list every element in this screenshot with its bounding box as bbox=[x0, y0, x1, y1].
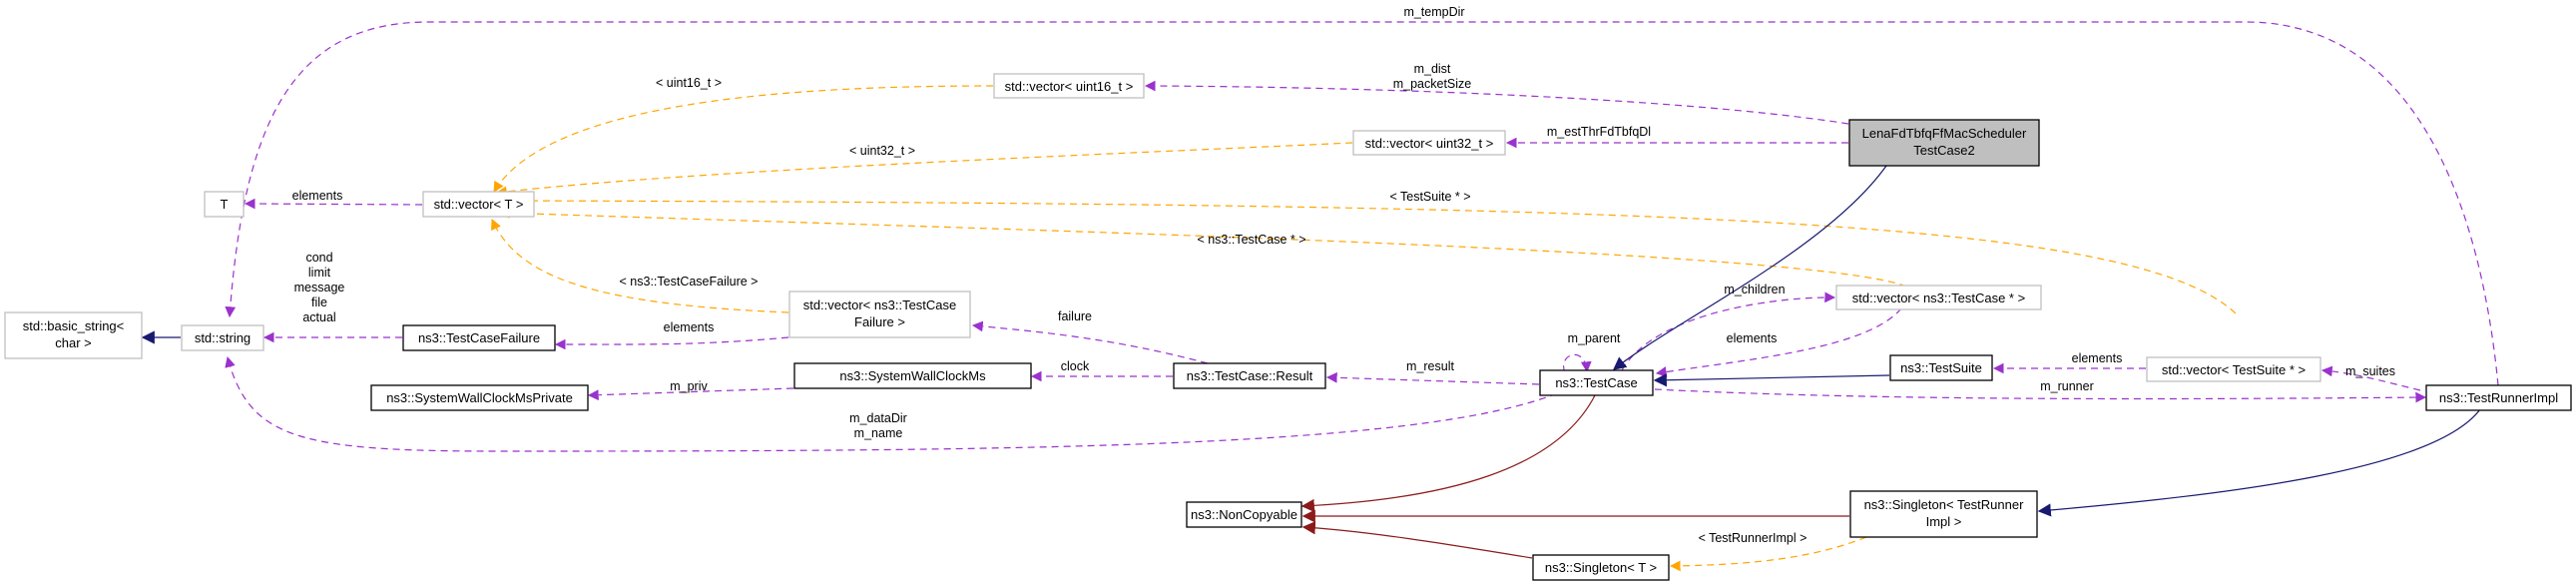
node-testcase-result[interactable]: ns3::TestCase::Result bbox=[1173, 362, 1326, 389]
node-testsuite-label: ns3::TestSuite bbox=[1900, 360, 1982, 375]
edge-tmpl-uint32 bbox=[495, 142, 1353, 198]
label-m-estthr: m_estThrFdTbfqDl bbox=[1547, 125, 1651, 139]
label-file: file bbox=[311, 295, 327, 309]
node-singleton-t-label: ns3::Singleton< T > bbox=[1545, 560, 1657, 575]
node-vector-testcase-ptr-label: std::vector< ns3::TestCase * > bbox=[1852, 291, 2025, 305]
label-runnerimpl-tmpl: < TestRunnerImpl > bbox=[1699, 531, 1807, 545]
edge-tmpl-uint16 bbox=[493, 85, 994, 193]
edge-m-children bbox=[1621, 292, 1836, 371]
label-m-children: m_children bbox=[1724, 283, 1785, 296]
edge-runnerimpl-singleton bbox=[2037, 408, 2481, 517]
node-vector-uint32-label: std::vector< uint32_t > bbox=[1365, 136, 1494, 151]
node-testrunnerimpl-label: ns3::TestRunnerImpl bbox=[2439, 390, 2558, 405]
node-singleton-t[interactable]: ns3::Singleton< T > bbox=[1532, 554, 1670, 581]
label-m-name: m_name bbox=[854, 426, 903, 440]
node-systemwallclockms[interactable]: ns3::SystemWallClockMs bbox=[793, 362, 1032, 389]
edge-m-priv bbox=[587, 387, 794, 401]
edge-singletont-noncopyable bbox=[1301, 521, 1533, 559]
edge-m-result bbox=[1325, 371, 1540, 385]
edge-elements-tc bbox=[1655, 307, 1902, 377]
node-systemwallclockmsprivate-label: ns3::SystemWallClockMsPrivate bbox=[386, 390, 573, 405]
node-testrunnerimpl[interactable]: ns3::TestRunnerImpl bbox=[2425, 384, 2572, 411]
label-m-runner: m_runner bbox=[2040, 379, 2094, 393]
edge-tmpl-tcf bbox=[491, 219, 789, 313]
label-m-dist: m_dist bbox=[1414, 62, 1451, 76]
node-vector-testcasefailure[interactable]: std::vector< ns3::TestCase Failure > bbox=[788, 291, 971, 338]
node-vector-t[interactable]: std::vector< T > bbox=[422, 191, 535, 218]
edge-failure bbox=[971, 320, 1209, 364]
label-testcase-ptr: < ns3::TestCase * > bbox=[1197, 233, 1305, 247]
node-systemwallclockms-label: ns3::SystemWallClockMs bbox=[839, 368, 986, 383]
label-m-suites: m_suites bbox=[2345, 364, 2395, 378]
label-tcf-tmpl: < ns3::TestCaseFailure > bbox=[620, 275, 759, 289]
label-m-result: m_result bbox=[1406, 359, 1454, 373]
node-lena-testcase2[interactable]: LenaFdTbfqFfMacScheduler TestCase2 bbox=[1848, 119, 2040, 167]
edge-testsuite-testcase bbox=[1653, 373, 1890, 387]
node-testcase-result-label: ns3::TestCase::Result bbox=[1187, 368, 1313, 383]
edge-m-dist bbox=[1144, 80, 1849, 125]
edge-m-tempdir bbox=[225, 21, 2499, 386]
edge-m-runner bbox=[1654, 388, 2427, 403]
edge-m-dataDir bbox=[225, 355, 1558, 452]
node-vector-testcase-ptr[interactable]: std::vector< ns3::TestCase * > bbox=[1835, 285, 2042, 310]
node-vector-testsuite-ptr[interactable]: std::vector< TestSuite * > bbox=[2146, 356, 2321, 382]
node-std-string-label: std::string bbox=[195, 330, 251, 345]
edge-elements-t bbox=[244, 198, 423, 210]
edge-testcase-noncopyable bbox=[1300, 394, 1596, 513]
label-actual: actual bbox=[302, 310, 335, 324]
label-cond: cond bbox=[305, 251, 332, 265]
label-limit: limit bbox=[308, 266, 331, 280]
node-vector-testsuite-ptr-label: std::vector< TestSuite * > bbox=[2162, 362, 2306, 377]
node-basic-string-line1: std::basic_string< bbox=[23, 318, 125, 333]
edge-m-parent bbox=[1562, 353, 1592, 373]
label-m-tempdir: m_tempDir bbox=[1403, 5, 1464, 19]
node-vector-testcasefailure-line2: Failure > bbox=[854, 314, 905, 329]
label-message: message bbox=[294, 281, 345, 294]
node-vector-uint16[interactable]: std::vector< uint16_t > bbox=[993, 73, 1145, 99]
node-std-string[interactable]: std::string bbox=[181, 324, 264, 351]
node-testcase[interactable]: ns3::TestCase bbox=[1539, 369, 1654, 396]
label-failure: failure bbox=[1058, 309, 1092, 323]
label-elements-tc: elements bbox=[1727, 331, 1778, 345]
node-singleton-testrunnerimpl[interactable]: ns3::Singleton< TestRunner Impl > bbox=[1849, 490, 2038, 538]
node-testcasefailure-label: ns3::TestCaseFailure bbox=[418, 330, 540, 345]
node-noncopyable-label: ns3::NonCopyable bbox=[1191, 507, 1297, 522]
label-clock: clock bbox=[1061, 359, 1090, 373]
edge-lena-testcase bbox=[1612, 165, 1887, 370]
node-t-label: T bbox=[221, 197, 229, 212]
node-systemwallclockmsprivate[interactable]: ns3::SystemWallClockMsPrivate bbox=[370, 384, 589, 411]
node-testcasefailure[interactable]: ns3::TestCaseFailure bbox=[402, 324, 556, 351]
label-m-packetsize: m_packetSize bbox=[1393, 77, 1472, 91]
node-vector-t-label: std::vector< T > bbox=[434, 197, 524, 212]
label-elements-ts: elements bbox=[2072, 351, 2123, 365]
label-uint32: < uint32_t > bbox=[849, 144, 915, 158]
edge-tmpl-testsuite bbox=[497, 195, 2237, 314]
node-lena-line1: LenaFdTbfqFfMacScheduler bbox=[1862, 126, 2027, 141]
edge-elements-tcf bbox=[554, 336, 789, 350]
node-testsuite[interactable]: ns3::TestSuite bbox=[1889, 354, 1993, 381]
label-m-datadir: m_dataDir bbox=[849, 411, 907, 425]
node-vector-testcasefailure-line1: std::vector< ns3::TestCase bbox=[803, 297, 957, 312]
node-singleton-testrunnerimpl-line1: ns3::Singleton< TestRunner bbox=[1864, 497, 2025, 512]
node-t[interactable]: T bbox=[204, 191, 245, 218]
node-testcase-label: ns3::TestCase bbox=[1555, 375, 1637, 390]
node-vector-uint32[interactable]: std::vector< uint32_t > bbox=[1352, 130, 1506, 156]
label-testsuite-ptr: < TestSuite * > bbox=[1389, 190, 1470, 204]
label-m-priv: m_priv bbox=[670, 379, 708, 393]
label-elements-t: elements bbox=[292, 189, 343, 203]
node-singleton-testrunnerimpl-line2: Impl > bbox=[1926, 514, 1962, 529]
node-basic-string-line2: char > bbox=[55, 335, 92, 350]
node-basic-string[interactable]: std::basic_string< char > bbox=[4, 311, 143, 359]
edge-tmpl-testcase bbox=[498, 207, 1907, 288]
node-lena-line2: TestCase2 bbox=[1913, 143, 1974, 158]
edge-m-suites bbox=[2320, 365, 2421, 391]
edge-tmpl-runnerimpl bbox=[1669, 536, 1867, 572]
label-elements-tcf: elements bbox=[664, 320, 715, 334]
node-noncopyable[interactable]: ns3::NonCopyable bbox=[1186, 501, 1302, 528]
label-uint16: < uint16_t > bbox=[656, 76, 722, 90]
node-vector-uint16-label: std::vector< uint16_t > bbox=[1005, 79, 1134, 94]
label-m-parent: m_parent bbox=[1568, 331, 1621, 345]
